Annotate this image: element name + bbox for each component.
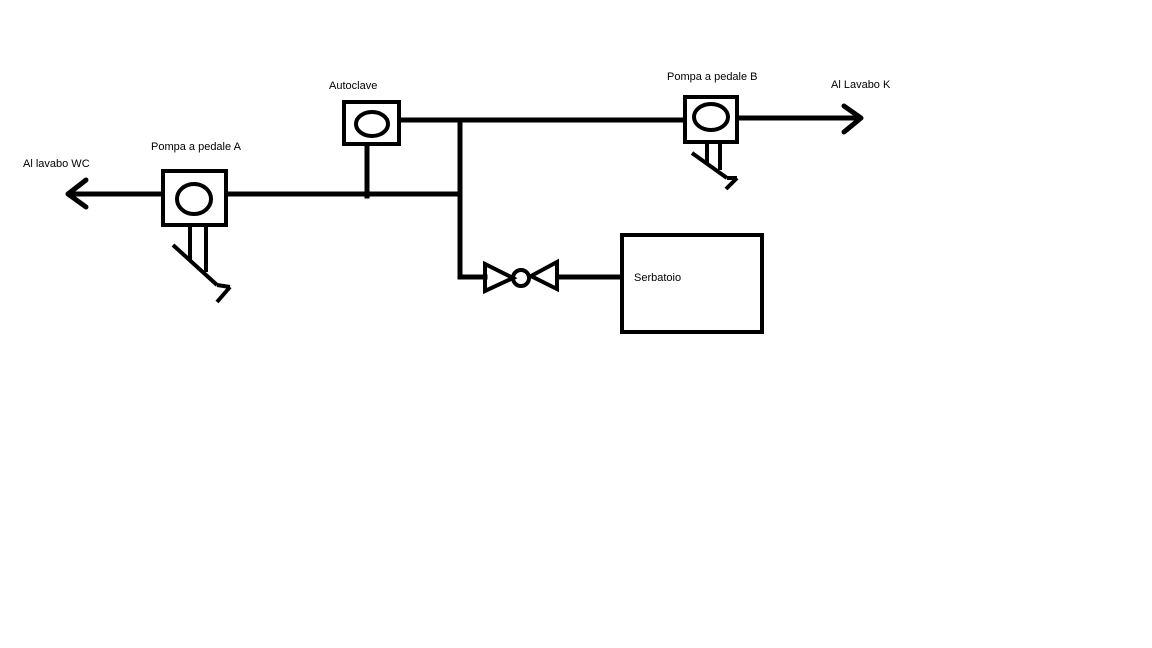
pump-a-pedal-icon: [171, 243, 219, 287]
label-left-outlet: Al lavabo WC: [23, 158, 90, 170]
pump-b-pedal-foot: [724, 176, 739, 191]
pump-b: [683, 95, 739, 191]
label-pump-b: Pompa a pedale B: [667, 71, 758, 83]
left-arrow-head: [65, 177, 89, 210]
pump-a-body: [161, 169, 228, 227]
valve: [483, 258, 559, 295]
pump-a-pedal-foot: [215, 285, 232, 304]
valve-right-triangle: [526, 258, 559, 293]
pump-a-dial-icon: [175, 182, 213, 216]
autoclave: [342, 100, 401, 146]
label-autoclave: Autoclave: [329, 80, 377, 92]
label-pump-a: Pompa a pedale A: [151, 141, 242, 153]
pipes: [67, 115, 861, 280]
autoclave-dial-icon: [354, 110, 390, 138]
right-arrow-head: [841, 103, 864, 135]
valve-left-triangle: [483, 260, 518, 295]
pump-b-dial-icon: [692, 102, 730, 132]
label-tank: Serbatoio: [634, 272, 681, 284]
pump-a: [161, 169, 232, 304]
label-right-outlet: Al Lavabo K: [831, 79, 891, 91]
tank: [620, 233, 764, 334]
pump-b-pedal-icon: [690, 151, 729, 180]
valve-center-circle: [511, 268, 531, 288]
